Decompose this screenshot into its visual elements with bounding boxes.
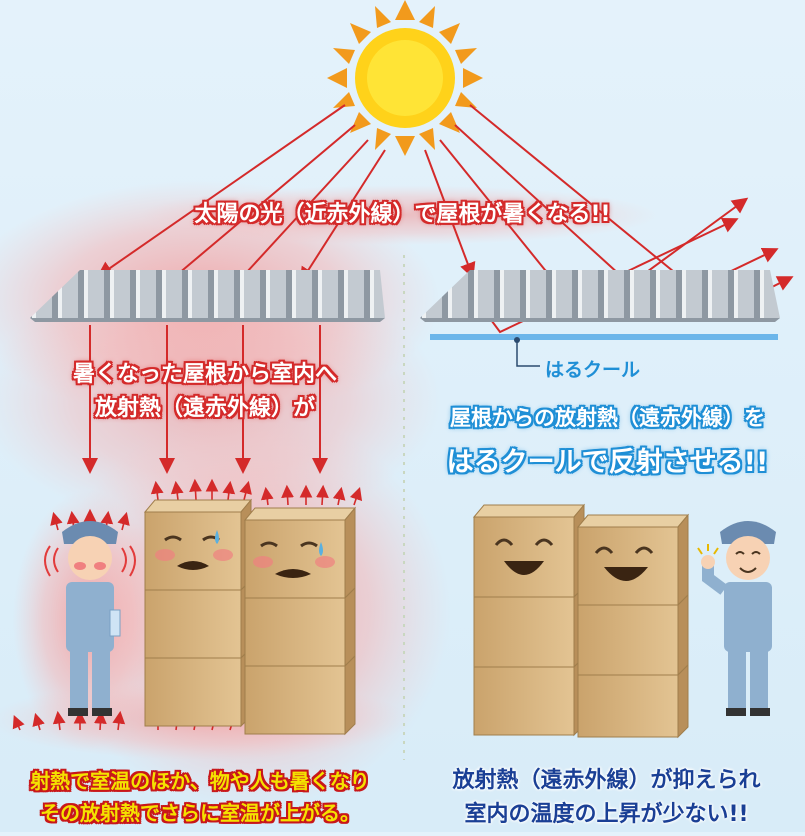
headline-sunlight: 太陽の光（近赤外線）で屋根が暑くなる!! xyxy=(194,202,611,227)
bottom-right-line1: 放射熱（遠赤外線）が抑えられ xyxy=(452,768,761,793)
bottom-left-line2: その放射熱でさらに室温が上がる。 xyxy=(40,801,360,825)
sun-icon xyxy=(327,0,483,156)
right-caption-line1: 屋根からの放射熱（遠赤外線）を xyxy=(450,406,765,430)
right-corrugated-roof xyxy=(420,270,780,322)
bottom-left-line1: 射熱で室温のほか、物や人も暑くなり xyxy=(30,769,370,793)
happy-worker-figure xyxy=(697,521,776,716)
left-corrugated-roof xyxy=(30,270,385,322)
bottom-right-line2: 室内の温度の上昇が少ない!! xyxy=(464,802,749,827)
right-caption-line2: はるクールで反射させる!! xyxy=(446,447,769,478)
left-caption-line2: 放射熱（遠赤外線）が xyxy=(94,396,315,421)
cardboard-box-stack xyxy=(143,498,690,739)
hot-worker-figure xyxy=(44,521,136,716)
sunlight-rays-left xyxy=(96,104,386,288)
harucool-label: はるクール xyxy=(545,359,641,381)
left-caption-line1: 暑くなった屋根から室内へ xyxy=(72,362,337,387)
harucool-sheet xyxy=(430,334,778,340)
radiant-heat-arrows xyxy=(82,325,328,474)
harucool-leader-line xyxy=(516,340,540,367)
